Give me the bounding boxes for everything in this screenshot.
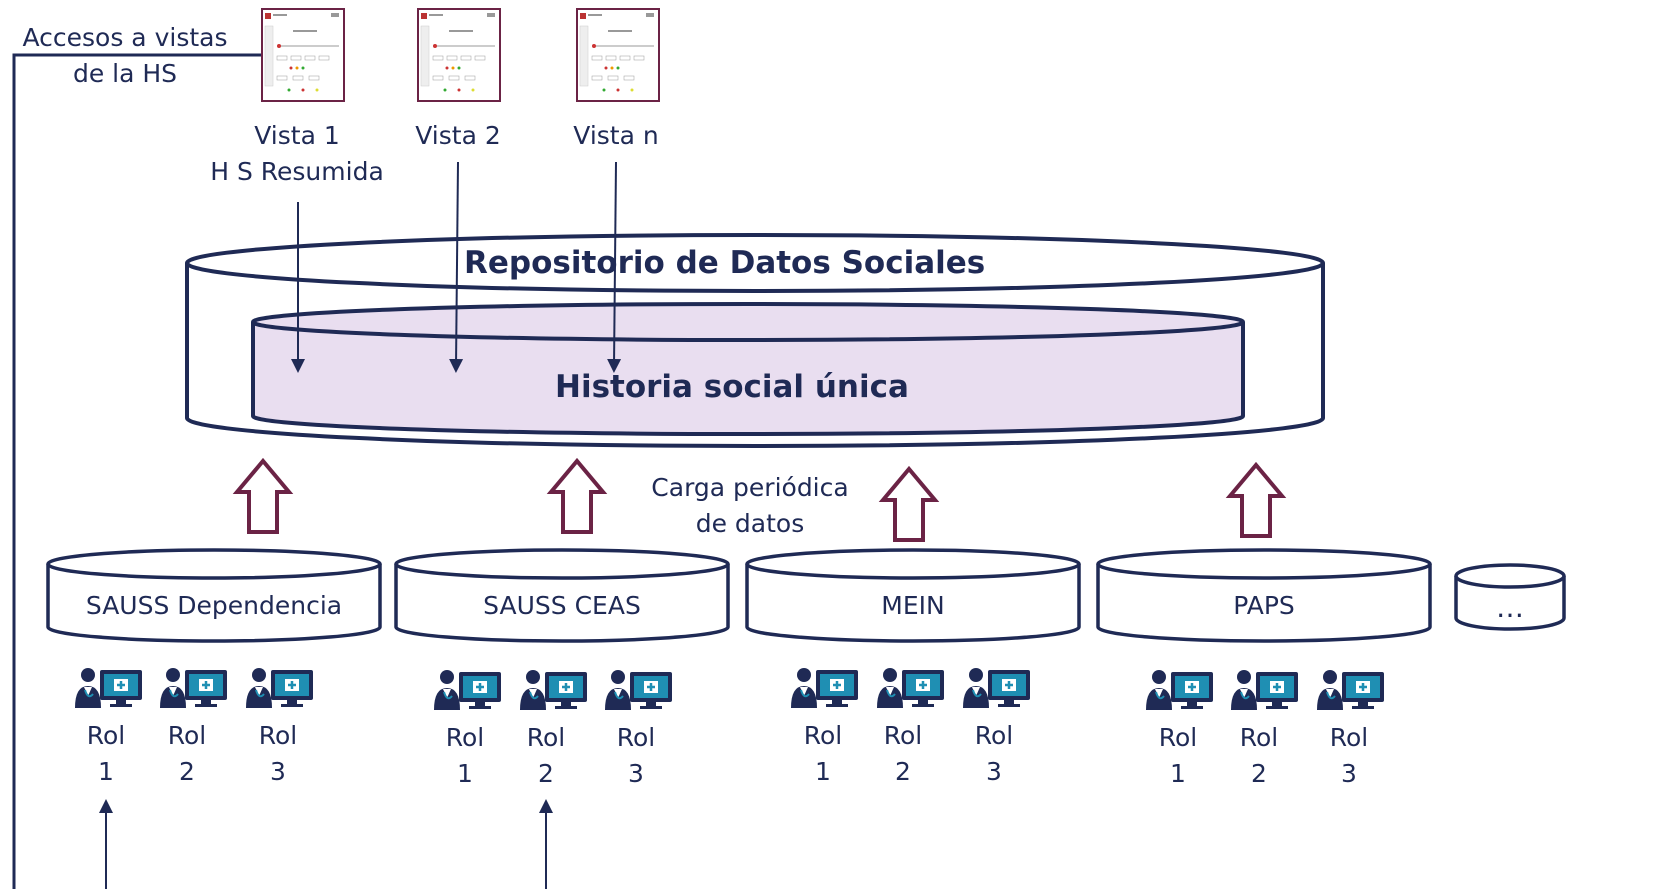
role-label: Rol 3 [248,718,308,790]
source-cylinder-mein [745,548,1081,643]
view-2-label: Vista 2 [398,118,518,154]
worker-icon [432,668,503,712]
role-label: Rol 1 [435,720,495,792]
source-cylinder-sauss-dependencia [46,548,382,643]
load-arrow-3 [878,465,940,542]
role-label-number: 1 [815,757,831,786]
worker-icon [1315,668,1386,712]
role-label-number: 3 [628,759,644,788]
role-label-number: 3 [270,757,286,786]
role-label: Rol 3 [606,720,666,792]
view-n-label-line1: Vista n [573,121,659,150]
source-name-more: … [1496,591,1524,624]
source-name: PAPS [1233,591,1295,620]
load-label-line2: de datos [695,509,805,538]
view-n-arrow [607,161,622,373]
worker-icon [244,666,315,710]
worker-icon [1144,668,1215,712]
role-label-number: 1 [98,757,114,786]
role-label-text: Rol [883,721,923,750]
load-arrow-2 [546,457,608,534]
access-label-line2: de la HS [72,59,178,88]
role-label: Rol 1 [1148,720,1208,792]
worker-icon [875,666,946,710]
role-label-text: Rol [445,723,485,752]
role-label-number: 2 [895,757,911,786]
role-label-number: 1 [1170,759,1186,788]
worker-icon [518,668,589,712]
source-name: SAUSS Dependencia [85,591,343,620]
role-label: Rol 2 [1229,720,1289,792]
role-label-number: 1 [457,759,473,788]
worker-icon [789,666,860,710]
worker-icon [73,666,144,710]
role-label-text: Rol [803,721,843,750]
role-label: Rol 1 [76,718,136,790]
document-preview-icon [579,13,654,92]
view-n-label: Vista n [556,118,676,154]
load-arrow-1 [232,457,294,534]
view-2-arrow [449,161,464,373]
role-label-text: Rol [167,721,207,750]
role-label: Rol 1 [793,718,853,790]
worker-icon [603,668,674,712]
source-name: MEIN [881,591,945,620]
source-cylinder-more [1454,563,1566,631]
role-label: Rol 2 [873,718,933,790]
source-name: SAUSS CEAS [483,591,641,620]
role-label: Rol 2 [157,718,217,790]
repository-title: Repositorio de Datos Sociales [464,245,986,281]
role-label-text: Rol [258,721,298,750]
access-label-line1: Accesos a vistas [22,23,228,52]
role-label-number: 2 [1251,759,1267,788]
document-preview-icon [264,13,339,92]
role-label-number: 3 [1341,759,1357,788]
historia-social-title: Historia social única [555,369,909,405]
role-label-text: Rol [526,723,566,752]
view-thumbnail-1[interactable] [261,8,345,102]
access-label: Accesos a vistas de la HS [20,20,230,92]
role-label-number: 2 [538,759,554,788]
role-label-text: Rol [1329,723,1369,752]
role-label-text: Rol [1239,723,1279,752]
role-label: Rol 3 [1319,720,1379,792]
role-label-text: Rol [616,723,656,752]
role-label-text: Rol [974,721,1014,750]
source-cylinder-sauss-ceas [394,548,730,643]
worker-icon [961,666,1032,710]
load-label: Carga periódica de datos [640,470,860,542]
load-label-line1: Carga periódica [651,473,849,502]
view-1-label: Vista 1 H S Resumida [197,118,397,190]
worker-icon [158,666,229,710]
role-label: Rol 3 [964,718,1024,790]
role-label-number: 3 [986,757,1002,786]
source-cylinder-paps [1096,548,1432,643]
role-label-number: 2 [179,757,195,786]
view-2-label-line1: Vista 2 [415,121,501,150]
access-bracket-line [12,53,262,889]
role-label-text: Rol [1158,723,1198,752]
view-1-label-line1: Vista 1 [254,121,340,150]
role-label-text: Rol [86,721,126,750]
load-arrow-4 [1225,461,1287,538]
historia-social-cylinder [251,302,1245,436]
view-thumbnail-n[interactable] [576,8,660,102]
view-1-label-line2: H S Resumida [210,157,384,186]
view-thumbnail-2[interactable] [417,8,501,102]
role-label: Rol 2 [516,720,576,792]
worker-icon [1229,668,1300,712]
document-preview-icon [420,13,495,92]
